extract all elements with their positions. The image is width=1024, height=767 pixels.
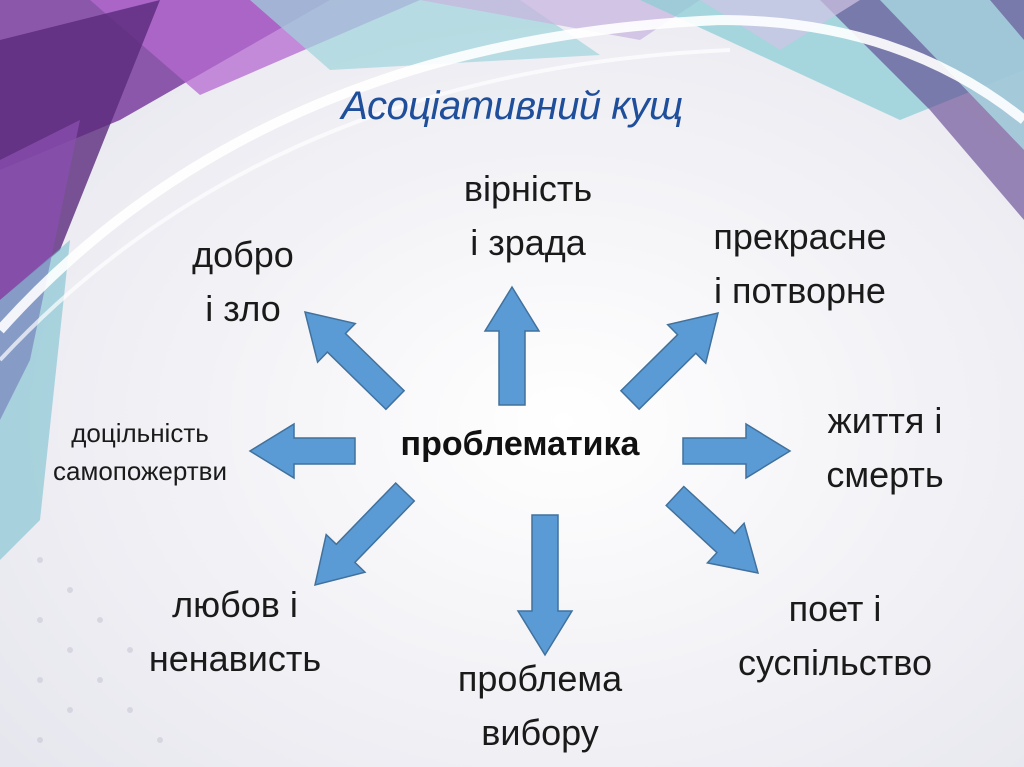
node-poet-line1: поет і: [788, 588, 882, 629]
arrow-to-poet: [665, 485, 760, 574]
node-zhyttia-line1: життя і: [827, 400, 943, 441]
node-zhyttia-line2: смерть: [826, 454, 944, 495]
node-dobro: добро і зло: [168, 228, 318, 336]
node-prekrasne-line2: і потворне: [714, 270, 886, 311]
node-zhyttia: життя і смерть: [800, 394, 970, 502]
node-virnist-line2: і зрада: [470, 222, 586, 263]
node-poet-line2: суспільство: [737, 642, 933, 683]
node-problema-line1: проблема: [457, 658, 623, 699]
arrow-to-prekrasne: [619, 311, 720, 411]
node-prekrasne: прекрасне і потворне: [690, 210, 910, 318]
arrow-to-problema: [516, 514, 574, 657]
node-liubov: любов і ненависть: [120, 578, 350, 686]
node-dobro-line2: і зло: [205, 288, 281, 329]
node-liubov-line2: ненависть: [148, 638, 322, 679]
node-poet: поет і суспільство: [710, 582, 960, 690]
node-problema-line2: вибору: [481, 712, 599, 753]
slide-title: Асоціативний кущ: [341, 84, 683, 128]
center-topic: проблематика: [400, 425, 640, 463]
node-dotsilnist-line1: доцільність: [71, 418, 209, 448]
node-dotsilnist-line2: самопожертви: [52, 456, 228, 486]
node-liubov-line1: любов і: [172, 584, 298, 625]
node-dobro-line1: добро: [192, 234, 294, 275]
node-prekrasne-line1: прекрасне: [713, 216, 887, 257]
arrow-to-liubov: [314, 481, 416, 587]
node-problema: проблема вибору: [430, 652, 650, 760]
arrow-to-dobro: [303, 310, 406, 411]
node-dotsilnist: доцільність самопожертви: [25, 414, 255, 490]
arrow-to-dotsilnist: [248, 422, 356, 480]
arrow-to-zhyttia: [682, 422, 792, 480]
arrow-to-virnist: [483, 285, 541, 406]
node-virnist: вірність і зрада: [438, 162, 618, 270]
node-virnist-line1: вірність: [463, 168, 593, 209]
